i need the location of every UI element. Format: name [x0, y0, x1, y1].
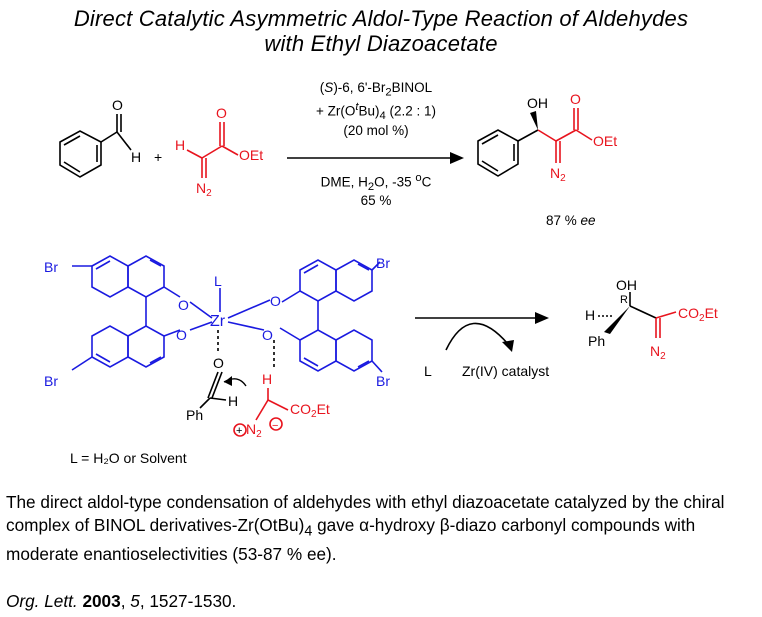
- citation: Org. Lett. 2003, 5, 1527-1530.: [6, 591, 237, 611]
- product-structure: [477, 129, 539, 177]
- condition-solvent: DME, H2O, -35 oC: [320, 172, 432, 194]
- br-label-3: Br: [376, 255, 390, 271]
- carbonyl-o-label: O: [213, 355, 224, 371]
- product-n2-label: N2: [550, 165, 566, 184]
- diazoacetate-structure: [186, 122, 239, 178]
- plus-charge: +: [236, 425, 242, 437]
- minus-charge: −: [272, 420, 278, 432]
- br-label-2: Br: [44, 373, 58, 389]
- diazo-o-label: O: [216, 105, 227, 121]
- carbonyl-ph-label: Ph: [186, 407, 203, 423]
- wedge-bond: [530, 111, 538, 130]
- condition-ligand: (S)-6, 6'-Br2BINOL: [319, 80, 433, 99]
- o-label-3: O: [270, 293, 281, 309]
- o-label-2: O: [176, 327, 187, 343]
- scheme-drawing: O H + H O OEt N2: [44, 91, 718, 466]
- prod-oh-label: OH: [616, 277, 637, 293]
- carbonyl-h-label: H: [228, 393, 238, 409]
- prod-r-label: R: [620, 294, 628, 306]
- br-label-4: Br: [376, 373, 390, 389]
- enolate-h-label: H: [262, 371, 272, 387]
- condition-loading: (20 mol %): [343, 123, 409, 138]
- product-oh-label: OH: [527, 95, 548, 111]
- zr-label: Zr: [210, 313, 226, 330]
- diazo-n2-label: N2: [196, 180, 212, 199]
- condition-zr: + Zr(OtBu)4 (2.2 : 1): [315, 101, 437, 123]
- catalytic-arrow: [415, 312, 549, 352]
- condition-yield: 65 %: [360, 193, 392, 208]
- reaction-arrow: [287, 152, 464, 164]
- prod-n2-label: N2: [650, 343, 666, 362]
- prod-ph-label: Ph: [588, 333, 605, 349]
- diazo-oet-label: OEt: [239, 147, 263, 163]
- arrow-catalyst-label: Zr(IV) catalyst: [462, 363, 549, 379]
- ligand-l-label: L: [214, 273, 222, 289]
- aldehyde-h-label: H: [131, 149, 141, 165]
- caption-text: The direct aldol-type condensation of al…: [6, 492, 725, 565]
- prod-co2et-label: CO2Et: [678, 305, 718, 324]
- o-label-4: O: [262, 327, 273, 343]
- ee-label: 87 % ee: [546, 213, 596, 228]
- binol-zr-complex: [71, 255, 383, 373]
- br-label-1: Br: [44, 259, 58, 275]
- prod-h-label: H: [585, 307, 595, 323]
- title-line-2: with Ethyl Diazoacetate: [264, 31, 498, 56]
- title-line-1: Direct Catalytic Asymmetric Aldol-Type R…: [73, 6, 689, 31]
- plus-sign: +: [154, 149, 162, 165]
- enolate-n2-label: N2: [246, 421, 262, 440]
- arrow-l-label: L: [424, 363, 432, 379]
- ligand-legend: L = H₂O or Solvent: [70, 450, 187, 466]
- aldehyde-o-label: O: [112, 97, 123, 113]
- product-oet-label: OEt: [593, 133, 617, 149]
- diazo-h-label: H: [175, 137, 185, 153]
- o-label-1: O: [178, 297, 189, 313]
- enolate-co2et-label: CO2Et: [290, 401, 330, 420]
- benzaldehyde-structure: [59, 114, 132, 178]
- product-o-label: O: [570, 91, 581, 107]
